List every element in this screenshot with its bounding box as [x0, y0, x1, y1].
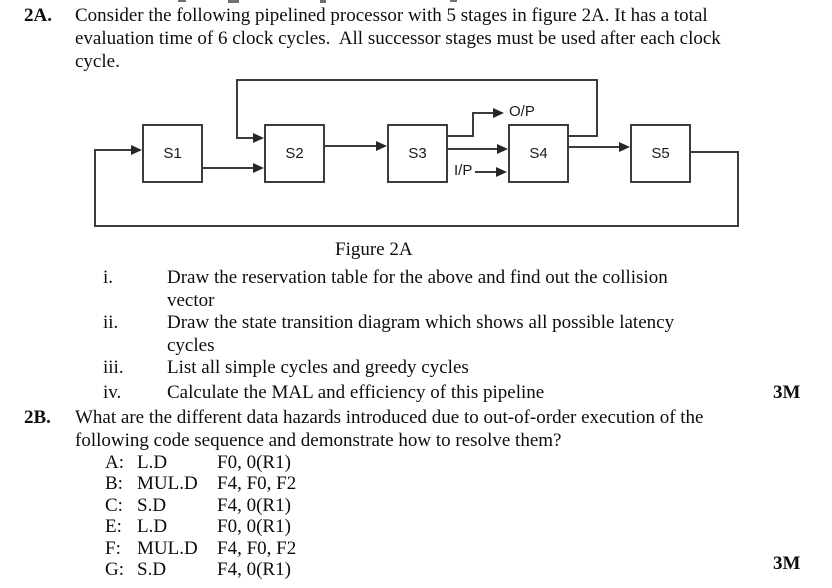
question-2b-text-line-1: What are the different data hazards intr…	[75, 407, 704, 428]
code-line-g: G: S.D F4, 0(R1)	[0, 559, 832, 581]
question-2a-text-line-2: evaluation time of 6 clock cycles. All s…	[75, 28, 721, 49]
question-2b-label: 2B.	[24, 407, 51, 428]
connector-line	[472, 112, 474, 137]
arrowhead-output	[493, 108, 504, 118]
question-2b-text-line-2: following code sequence and demonstrate …	[75, 430, 562, 451]
connector-line	[569, 135, 598, 137]
code-opcode: S.D	[137, 495, 167, 516]
stage-box-s1: S1	[142, 124, 203, 183]
input-label: I/P	[454, 162, 473, 179]
stage-label-s3: S3	[408, 145, 427, 162]
code-operands: F4, 0(R1)	[217, 559, 291, 580]
figure-caption: Figure 2A	[335, 239, 413, 260]
code-operands: F0, 0(R1)	[217, 516, 291, 537]
item-ii-line-2: cycles	[167, 335, 215, 356]
stage-label-s1: S1	[163, 145, 182, 162]
code-tag: C:	[105, 495, 123, 516]
question-2a-text-line-1: Consider the following pipelined process…	[75, 5, 708, 26]
code-line-c: C: S.D F4, 0(R1)	[0, 495, 832, 517]
stage-label-s2: S2	[285, 145, 304, 162]
arrowhead-into-s5	[619, 142, 630, 152]
stage-box-s5: S5	[630, 124, 691, 183]
stage-label-s5: S5	[651, 145, 670, 162]
connector-line	[94, 149, 131, 151]
connector-line	[325, 145, 376, 147]
arrowhead-into-s4	[497, 144, 508, 154]
code-tag: B:	[105, 473, 123, 494]
connector-line	[236, 79, 598, 81]
stage-label-s4: S4	[529, 145, 548, 162]
code-operands: F4, 0(R1)	[217, 495, 291, 516]
code-tag: G:	[105, 559, 124, 580]
item-iii-line-1: List all simple cycles and greedy cycles	[167, 357, 469, 378]
connector-line	[596, 79, 598, 137]
cropped-line-artifact	[228, 0, 239, 3]
output-label: O/P	[509, 103, 535, 120]
connector-line	[94, 225, 739, 227]
item-ii-line-1: Draw the state transition diagram which …	[167, 312, 675, 333]
cropped-line-artifact	[320, 0, 326, 3]
code-line-b: B: MUL.D F4, F0, F2	[0, 473, 832, 495]
connector-line	[737, 151, 739, 227]
item-iv-line-1: Calculate the MAL and efficiency of this…	[167, 382, 545, 403]
item-ii-numeral: ii.	[103, 312, 119, 333]
item-i-numeral: i.	[103, 267, 114, 288]
question-2a-label: 2A.	[24, 5, 52, 26]
arrowhead-into-s2	[253, 163, 264, 173]
arrowhead-input-into-s4	[496, 167, 507, 177]
code-tag: E:	[105, 516, 122, 537]
code-operands: F0, 0(R1)	[217, 452, 291, 473]
connector-line	[448, 135, 474, 137]
connector-line	[691, 151, 739, 153]
code-tag: F:	[105, 538, 121, 559]
connector-line	[203, 167, 253, 169]
code-line-e: E: L.D F0, 0(R1)	[0, 516, 832, 538]
code-opcode: S.D	[137, 559, 167, 580]
code-opcode: L.D	[137, 452, 168, 473]
code-opcode: MUL.D	[137, 473, 198, 494]
arrowhead-into-s2-top	[253, 133, 264, 143]
connector-line	[94, 149, 96, 227]
stage-box-s3: S3	[387, 124, 448, 183]
code-operands: F4, F0, F2	[217, 473, 297, 494]
code-opcode: L.D	[137, 516, 168, 537]
code-line-f: F: MUL.D F4, F0, F2	[0, 538, 832, 560]
connector-line	[236, 79, 238, 139]
item-i-line-1: Draw the reservation table for the above…	[167, 267, 668, 288]
arrowhead-into-s3	[376, 141, 387, 151]
question-2a-text-line-3: cycle.	[75, 51, 120, 72]
question-2a-marks: 3M	[773, 382, 801, 403]
cropped-line-artifact	[450, 0, 457, 2]
stage-box-s4: S4	[508, 124, 569, 183]
stage-box-s2: S2	[264, 124, 325, 183]
arrowhead-into-s1	[131, 145, 142, 155]
item-i-line-2: vector	[167, 290, 215, 311]
code-tag: A:	[105, 452, 124, 473]
code-opcode: MUL.D	[137, 538, 198, 559]
item-iii-numeral: iii.	[103, 357, 124, 378]
connector-line	[236, 137, 253, 139]
item-iv-numeral: iv.	[103, 382, 122, 403]
cropped-line-artifact	[178, 0, 186, 2]
connector-line	[448, 148, 497, 150]
connector-line	[472, 112, 493, 114]
code-operands: F4, F0, F2	[217, 538, 297, 559]
connector-line	[475, 171, 496, 173]
question-2b-marks: 3M	[773, 553, 801, 574]
connector-line	[569, 146, 619, 148]
code-line-a: A: L.D F0, 0(R1)	[0, 452, 832, 474]
